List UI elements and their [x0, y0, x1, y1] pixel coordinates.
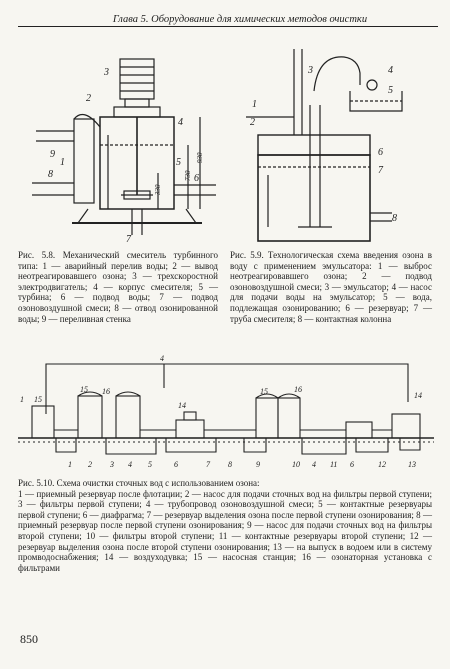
fig510-bottom-label: 4: [128, 460, 132, 469]
fig58-label: 9: [50, 149, 55, 160]
fig58-label: 1: [60, 157, 65, 168]
fig59-label: 2: [250, 117, 255, 128]
figure-5-8-mixer-drawing: 1 2 3 4 5 6 7 8 9 930 730 330: [32, 58, 216, 245]
fig58-label: 3: [103, 67, 109, 78]
figure-5-10-treatment-scheme: 4 16 15 14 16 15 14 1 15 1 2 3 4 5 6 7 8…: [18, 354, 434, 469]
fig510-bottom-label: 1: [68, 460, 72, 469]
fig510-top-label: 14: [414, 391, 422, 400]
figure-5-9-emulsifier-scheme: 1 2 3 4 5 6 7 8: [246, 49, 403, 242]
fig59-label: 1: [252, 99, 257, 110]
header-rule: [18, 26, 438, 27]
caption-title: Рис. 5.10. Схема очистки сточных вод с и…: [18, 478, 260, 488]
fig510-bottom-label: 9: [256, 460, 260, 469]
fig59-label: 5: [388, 85, 393, 96]
fig58-dimension: 330: [154, 184, 162, 196]
fig510-bottom-label: 6: [174, 460, 178, 469]
fig510-top-label: 15: [260, 387, 268, 396]
fig510-bottom-label: 10: [292, 460, 300, 469]
fig510-bottom-label: 7: [206, 460, 211, 469]
fig510-top-label: 1: [20, 395, 24, 404]
fig510-top-label: 16: [102, 387, 110, 396]
fig58-label: 5: [176, 157, 181, 168]
figure-5-8-caption: Рис. 5.8. Механический смеситель турбинн…: [18, 250, 218, 324]
page-number: 850: [20, 632, 38, 646]
fig58-label: 2: [86, 93, 91, 104]
caption-legend: 1 — аварийный перелив воды; 2 — вывод не…: [18, 260, 219, 324]
fig510-bottom-label: 13: [408, 460, 416, 469]
caption-legend: 1 — приемный резервуар после флотации; 2…: [18, 488, 432, 573]
figure-5-10-caption: Рис. 5.10. Схема очистки сточных вод с и…: [18, 478, 432, 573]
fig59-label: 3: [307, 65, 313, 76]
fig59-label: 8: [392, 213, 397, 224]
fig510-top-label: 15: [80, 385, 88, 394]
fig58-label: 4: [178, 117, 183, 128]
fig59-label: 4: [388, 65, 393, 76]
fig510-bottom-label: 11: [330, 460, 337, 469]
fig58-dimension: 730: [184, 170, 192, 181]
fig58-label: 6: [194, 173, 199, 184]
fig510-top-label: 4: [160, 354, 164, 363]
fig58-dimension: 930: [196, 152, 204, 163]
caption-title: Рис. 5.9. Технологическая схема введения…: [230, 250, 432, 271]
fig510-top-label: 16: [294, 385, 302, 394]
fig510-bottom-label: 3: [109, 460, 114, 469]
fig510-bottom-label: 4: [312, 460, 316, 469]
fig510-bottom-label: 6: [350, 460, 354, 469]
fig510-top-label: 14: [178, 401, 186, 410]
fig59-label: 7: [378, 165, 384, 176]
fig510-top-label: 15: [34, 395, 42, 404]
fig59-label: 6: [378, 147, 383, 158]
caption-legend: 1 — выброс неотреагировавшего озона; 2 —…: [230, 260, 432, 324]
fig510-bottom-label: 8: [228, 460, 232, 469]
fig58-label: 8: [48, 169, 53, 180]
fig510-bottom-label: 12: [378, 460, 386, 469]
caption-title: Рис. 5.8. Механический смеситель турбинн…: [18, 250, 218, 271]
fig58-label: 7: [126, 234, 132, 245]
figure-5-9-caption: Рис. 5.9. Технологическая схема введения…: [230, 250, 432, 324]
fig510-bottom-label: 2: [88, 460, 92, 469]
running-header: Глава 5. Оборудование для химических мет…: [112, 14, 368, 25]
fig510-bottom-label: 5: [148, 460, 152, 469]
